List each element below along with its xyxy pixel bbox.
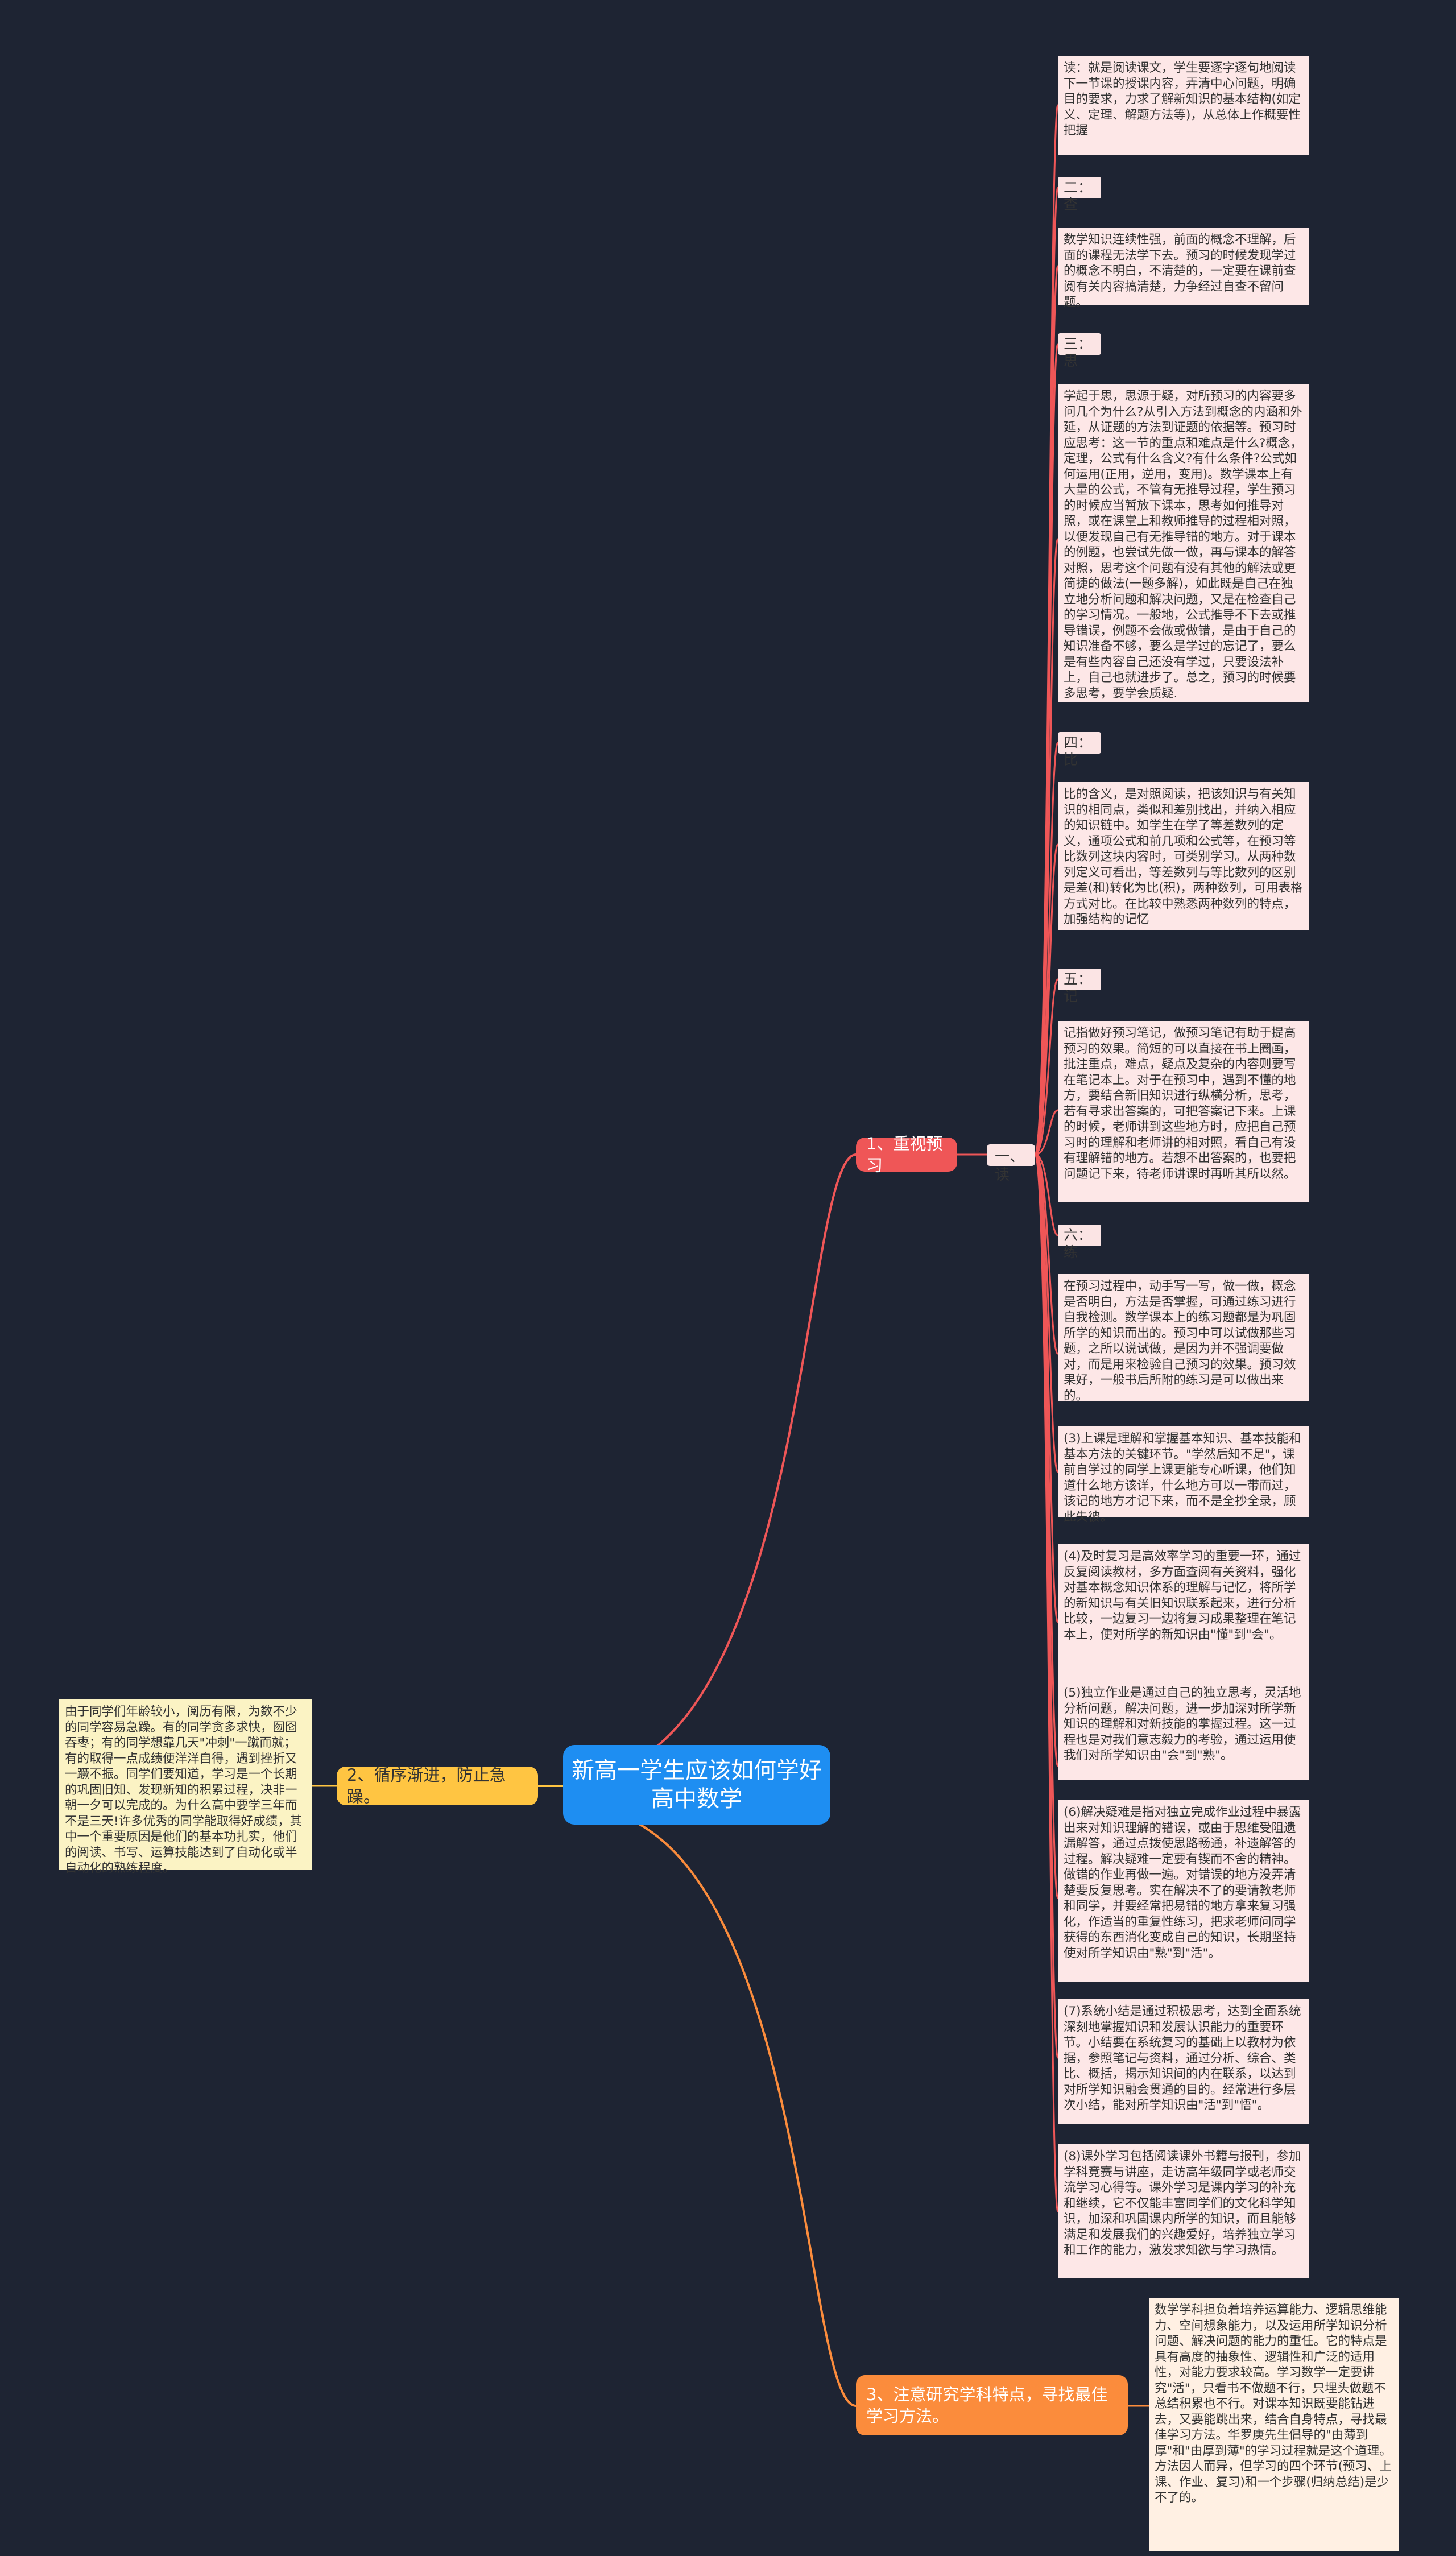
root-topic[interactable]: 新高一学生应该如何学好高中数学	[563, 1745, 830, 1825]
leaf-check[interactable]: 数学知识连续性强，前面的概念不理解，后面的课程无法学下去。预习的时候发现学过的概…	[1058, 228, 1309, 309]
leaf-compare[interactable]: 比的含义，是对照阅读，把该知识与有关知识的相同点，类似和差别找出，并纳入相应的知…	[1058, 782, 1309, 930]
tag-check[interactable]: 二：查	[1058, 177, 1101, 213]
link-root-b1	[585, 1153, 857, 1776]
branch-step-by-step[interactable]: 2、循序渐进，防止急躁。	[337, 1765, 538, 1806]
branch-subject-method[interactable]: 3、注意研究学科特点，寻找最佳学习方法。	[856, 2375, 1128, 2435]
leaf-note[interactable]: 记指做好预习笔记，做预习笔记有助于提高预习的效果。简短的可以直接在书上圈画，批注…	[1058, 1021, 1309, 1202]
leaf-summary[interactable]: (7)系统小结是通过积极思考，达到全面系统深刻地掌握知识和发展认识能力的重要环节…	[1058, 1999, 1309, 2124]
leaf-step-by-step[interactable]: 由于同学们年龄较小，阅历有限，为数不少的同学容易急躁。有的同学贪多求快，囫囵吞枣…	[59, 1699, 312, 1875]
tag-think[interactable]: 三：思	[1058, 333, 1101, 369]
tag-compare[interactable]: 四：比	[1058, 732, 1101, 768]
leaf-practice[interactable]: 在预习过程中，动手写一写，做一做，概念是否明白，方法是否掌握，可通过练习进行自我…	[1058, 1274, 1309, 1403]
branch-preview[interactable]: 1、重视预习	[856, 1134, 957, 1175]
sub-read[interactable]: 一、读	[987, 1144, 1035, 1184]
leaf-read[interactable]: 读：就是阅读课文，学生要逐字逐句地阅读下一节课的授课内容，弄清中心问题，明确目的…	[1058, 56, 1309, 155]
leaf-extracurricular[interactable]: (8)课外学习包括阅读课外书籍与报刊，参加学科竞赛与讲座，走访高年级同学或老师交…	[1058, 2144, 1309, 2278]
leaf-class[interactable]: (3)上课是理解和掌握基本知识、基本技能和基本方法的关键环节。"学然后知不足"，…	[1058, 1426, 1309, 1524]
tag-note[interactable]: 五：记	[1058, 969, 1101, 1004]
tag-practice[interactable]: 六：练	[1058, 1225, 1101, 1260]
leaf-review[interactable]: (4)及时复习是高效率学习的重要一环，通过反复阅读教材，多方面查阅有关资料，强化…	[1058, 1544, 1309, 1701]
leaf-subject-method[interactable]: 数学学科担负着培养运算能力、逻辑思维能力、空间想象能力，以及运用所学知识分析问题…	[1149, 2298, 1399, 2551]
leaf-think[interactable]: 学起于思，思源于疑，对所预习的内容要多问几个为什么?从引入方法到概念的内涵和外延…	[1058, 384, 1309, 702]
leaf-solve-doubts[interactable]: (6)解决疑难是指对独立完成作业过程中暴露出来对知识理解的错误，或由于思维受阻遗…	[1058, 1800, 1309, 1982]
leaf-homework[interactable]: (5)独立作业是通过自己的独立思考，灵活地分析问题，解决问题，进一步加深对所学新…	[1058, 1681, 1309, 1780]
link-root-b3	[585, 1808, 857, 2407]
